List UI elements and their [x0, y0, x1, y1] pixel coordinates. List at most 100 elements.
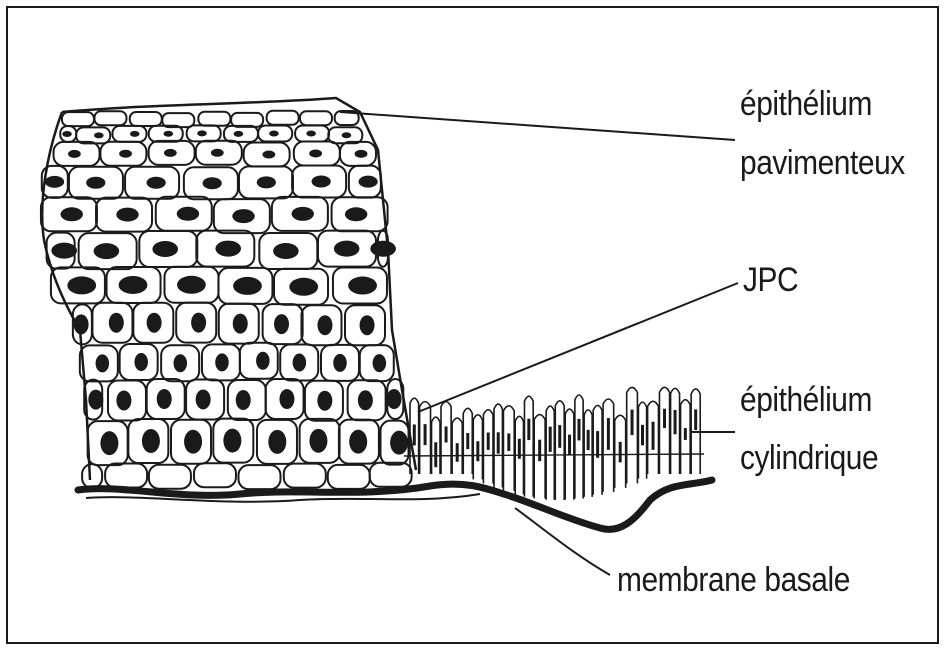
cell-nucleus	[317, 391, 332, 411]
cell-nucleus	[387, 389, 402, 409]
cell-nucleus	[51, 243, 77, 259]
squamous-cell	[82, 464, 102, 488]
cell-nucleus	[191, 313, 206, 333]
cell-nucleus	[215, 353, 229, 371]
leader-line-junction	[418, 283, 738, 412]
squamous-cell	[231, 113, 263, 127]
cell-nucleus	[45, 176, 64, 188]
cell-nucleus	[262, 151, 275, 159]
label-squamous-line2: pavimenteux	[740, 143, 905, 183]
cell-nucleus	[370, 241, 396, 257]
label-columnar-line1: épithélium	[740, 380, 872, 420]
cell-nucleus	[96, 354, 110, 372]
cell-nucleus	[119, 276, 148, 294]
cell-nucleus	[197, 130, 207, 136]
columnar-cell	[524, 396, 533, 496]
basement-membrane-drawing	[78, 480, 712, 529]
label-junction: JPC	[743, 260, 798, 300]
cell-nucleus	[333, 354, 347, 372]
cell-nucleus	[349, 430, 367, 454]
cell-nucleus	[309, 149, 322, 157]
cell-nucleus	[359, 176, 378, 188]
cell-nucleus	[269, 130, 279, 136]
cell-nucleus	[317, 315, 332, 335]
cell-nucleus	[334, 241, 360, 257]
cell-nucleus	[147, 177, 166, 189]
basement-membrane-line	[78, 480, 712, 529]
cell-nucleus	[256, 352, 270, 370]
label-columnar-line2: cylindrique	[740, 438, 878, 478]
columnar-cell	[555, 401, 564, 500]
cell-nucleus	[233, 314, 248, 334]
cell-nucleus	[236, 390, 251, 410]
cell-nucleus	[273, 243, 299, 259]
cell-nucleus	[358, 390, 373, 410]
cell-nucleus	[360, 315, 375, 335]
cell-nucleus	[223, 429, 241, 453]
cell-nucleus	[289, 278, 318, 296]
cell-nucleus	[88, 390, 103, 410]
cell-nucleus	[94, 132, 104, 138]
cell-nucleus	[174, 354, 188, 372]
cell-nucleus	[342, 132, 352, 138]
label-squamous-line1: épithélium	[740, 84, 872, 124]
cell-nucleus	[390, 431, 408, 455]
columnar-cell	[546, 406, 554, 500]
cell-nucleus	[68, 150, 81, 158]
columnar-cell	[627, 387, 638, 483]
cell-nucleus	[203, 177, 222, 189]
cell-nucleus	[196, 389, 211, 409]
cell-nucleus	[100, 431, 118, 455]
cell-nucleus	[268, 430, 286, 454]
cell-nucleus	[152, 241, 178, 257]
cell-nucleus	[142, 429, 160, 453]
squamous-cell	[130, 112, 162, 126]
squamous-cell	[284, 464, 326, 488]
cell-nucleus	[257, 176, 276, 188]
cell-nucleus	[292, 207, 314, 221]
squamous-cell	[149, 465, 191, 489]
cell-nucleus	[211, 149, 224, 157]
cell-nucleus	[215, 241, 241, 257]
columnar-cell	[575, 395, 583, 499]
squamous-cell	[105, 464, 147, 488]
cell-nucleus	[274, 314, 289, 334]
leader-line-squamous	[340, 112, 735, 140]
cell-nucleus	[348, 277, 377, 295]
squamous-cell	[94, 111, 126, 125]
cell-nucleus	[293, 353, 307, 371]
squamous-cell	[328, 465, 370, 489]
cell-nucleus	[232, 209, 254, 223]
cell-nucleus	[61, 207, 83, 221]
columnar-cell	[659, 387, 669, 474]
cell-nucleus	[116, 208, 138, 222]
cell-nucleus	[94, 243, 120, 259]
squamous-epithelium-drawing	[41, 98, 416, 489]
cell-nucleus	[164, 131, 174, 137]
cell-nucleus	[309, 429, 327, 453]
cell-nucleus	[157, 389, 172, 409]
columnar-cell	[584, 410, 592, 497]
cell-nucleus	[279, 389, 294, 409]
cell-nucleus	[306, 131, 316, 137]
cell-nucleus	[119, 150, 132, 158]
squamous-cell	[300, 111, 332, 125]
squamous-cell	[194, 463, 236, 487]
cell-nucleus	[62, 131, 72, 137]
squamous-cell	[370, 463, 412, 487]
squamous-cell	[112, 126, 146, 142]
cell-nucleus	[67, 276, 96, 294]
cell-nucleus	[86, 177, 105, 189]
cell-nucleus	[234, 131, 244, 137]
squamous-cell	[267, 111, 299, 125]
cell-nucleus	[177, 276, 206, 294]
squamous-cell	[198, 112, 230, 126]
cell-nucleus	[373, 354, 387, 372]
cell-nucleus	[345, 207, 367, 221]
cell-nucleus	[116, 390, 131, 410]
squamous-cell	[62, 112, 94, 126]
cell-nucleus	[109, 313, 124, 333]
cell-nucleus	[312, 175, 331, 187]
squamous-cell	[239, 465, 281, 489]
cell-nucleus	[355, 150, 368, 158]
